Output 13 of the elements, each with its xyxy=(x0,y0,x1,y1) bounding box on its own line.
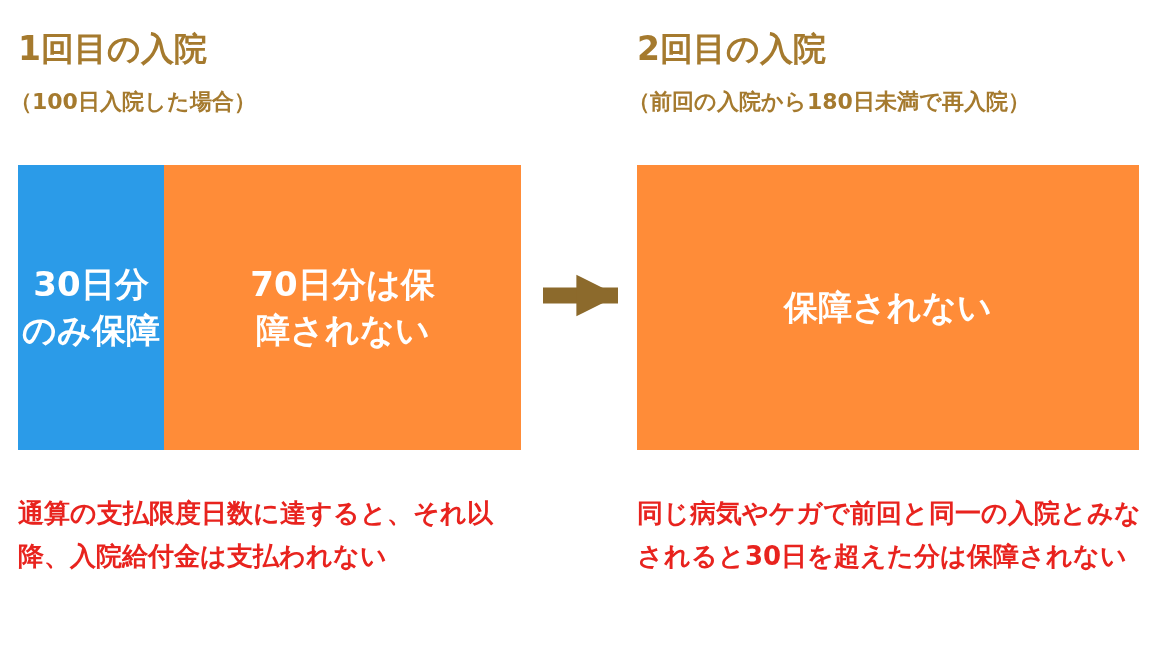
block-text: 30日分のみ保障 xyxy=(21,262,161,352)
heading: 1回目の入院 xyxy=(18,28,208,70)
note-text: 同じ病気やケガで前回と同一の入院とみなされると30日を超えた分は保障されない xyxy=(637,497,1142,573)
block-text: 保障されない xyxy=(782,285,993,329)
heading: 2回目の入院 xyxy=(637,28,827,70)
note-text: 通算の支払限度日数に達すると、それ以降、入院給付金は支払われない xyxy=(18,497,494,573)
subheading: （前回の入院から180日未満で再入院） xyxy=(628,88,1031,116)
colored-block xyxy=(164,165,521,450)
colored-block xyxy=(637,165,1139,450)
arrow xyxy=(543,274,618,317)
subheading: （100日入院した場合） xyxy=(10,88,257,116)
colored-block xyxy=(18,165,164,450)
block-text: 70日分は保障されない xyxy=(249,262,436,352)
